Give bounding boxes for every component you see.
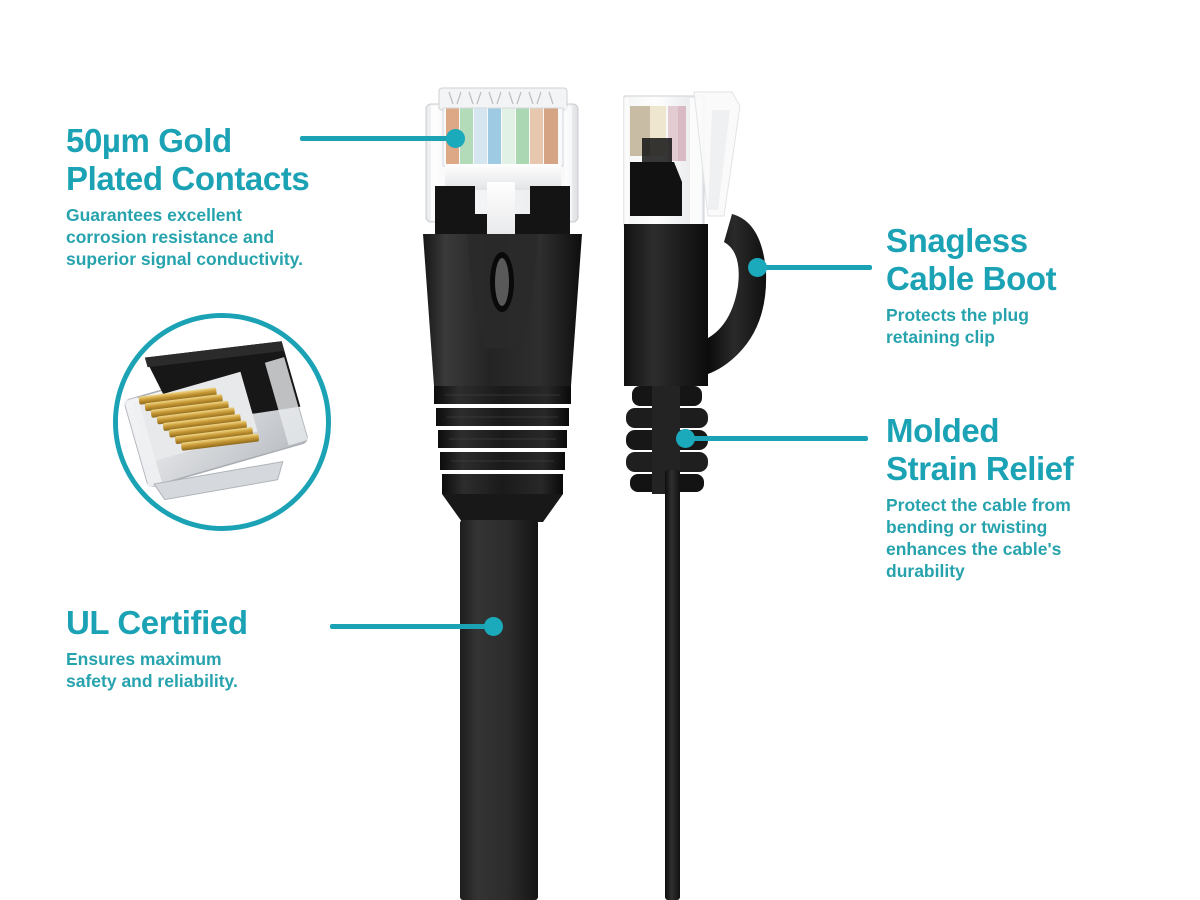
callout-description: Ensures maximum safety and reliability. (66, 649, 238, 691)
callout-description: Guarantees excellent corrosion resistanc… (66, 205, 303, 269)
callout-title: Snagless Cable Boot (886, 222, 1057, 297)
snagless-boot (423, 234, 582, 386)
clear-housing-side (623, 95, 705, 227)
boot-body-side (624, 224, 708, 386)
leader-line-snagless (762, 265, 872, 270)
leader-line-gold (300, 136, 460, 141)
callout-gold-plated-contacts: 50µm Gold Plated Contacts Guarantees exc… (66, 122, 310, 270)
callout-molded-strain-relief: Molded Strain Relief Protect the cable f… (886, 412, 1074, 582)
rj45-plug-side-view (623, 91, 767, 494)
strain-relief-ribs (434, 386, 571, 522)
leader-line-molded (688, 436, 868, 441)
callout-title: UL Certified (66, 604, 248, 641)
callout-snagless-cable-boot: Snagless Cable Boot Protects the plug re… (886, 222, 1057, 348)
leader-dot-gold (446, 129, 465, 148)
callout-title: Molded Strain Relief (886, 412, 1074, 487)
round-cable-body (665, 470, 680, 900)
leader-dot-ul (484, 617, 503, 636)
callout-description: Protect the cable from bending or twisti… (886, 495, 1071, 581)
retaining-clip (693, 91, 741, 217)
leader-dot-molded (676, 429, 695, 448)
snagless-hood (708, 214, 767, 374)
leader-dot-snagless (748, 258, 767, 277)
callout-description: Protects the plug retaining clip (886, 305, 1029, 347)
leader-line-ul (330, 624, 495, 629)
flat-cable-body (460, 520, 538, 900)
rj45-plug-front-view (423, 87, 582, 522)
gold-plated-contacts-closeup (113, 313, 331, 531)
callout-title: 50µm Gold Plated Contacts (66, 122, 310, 197)
callout-ul-certified: UL Certified Ensures maximum safety and … (66, 604, 248, 692)
gold-contact-pins (138, 387, 260, 451)
